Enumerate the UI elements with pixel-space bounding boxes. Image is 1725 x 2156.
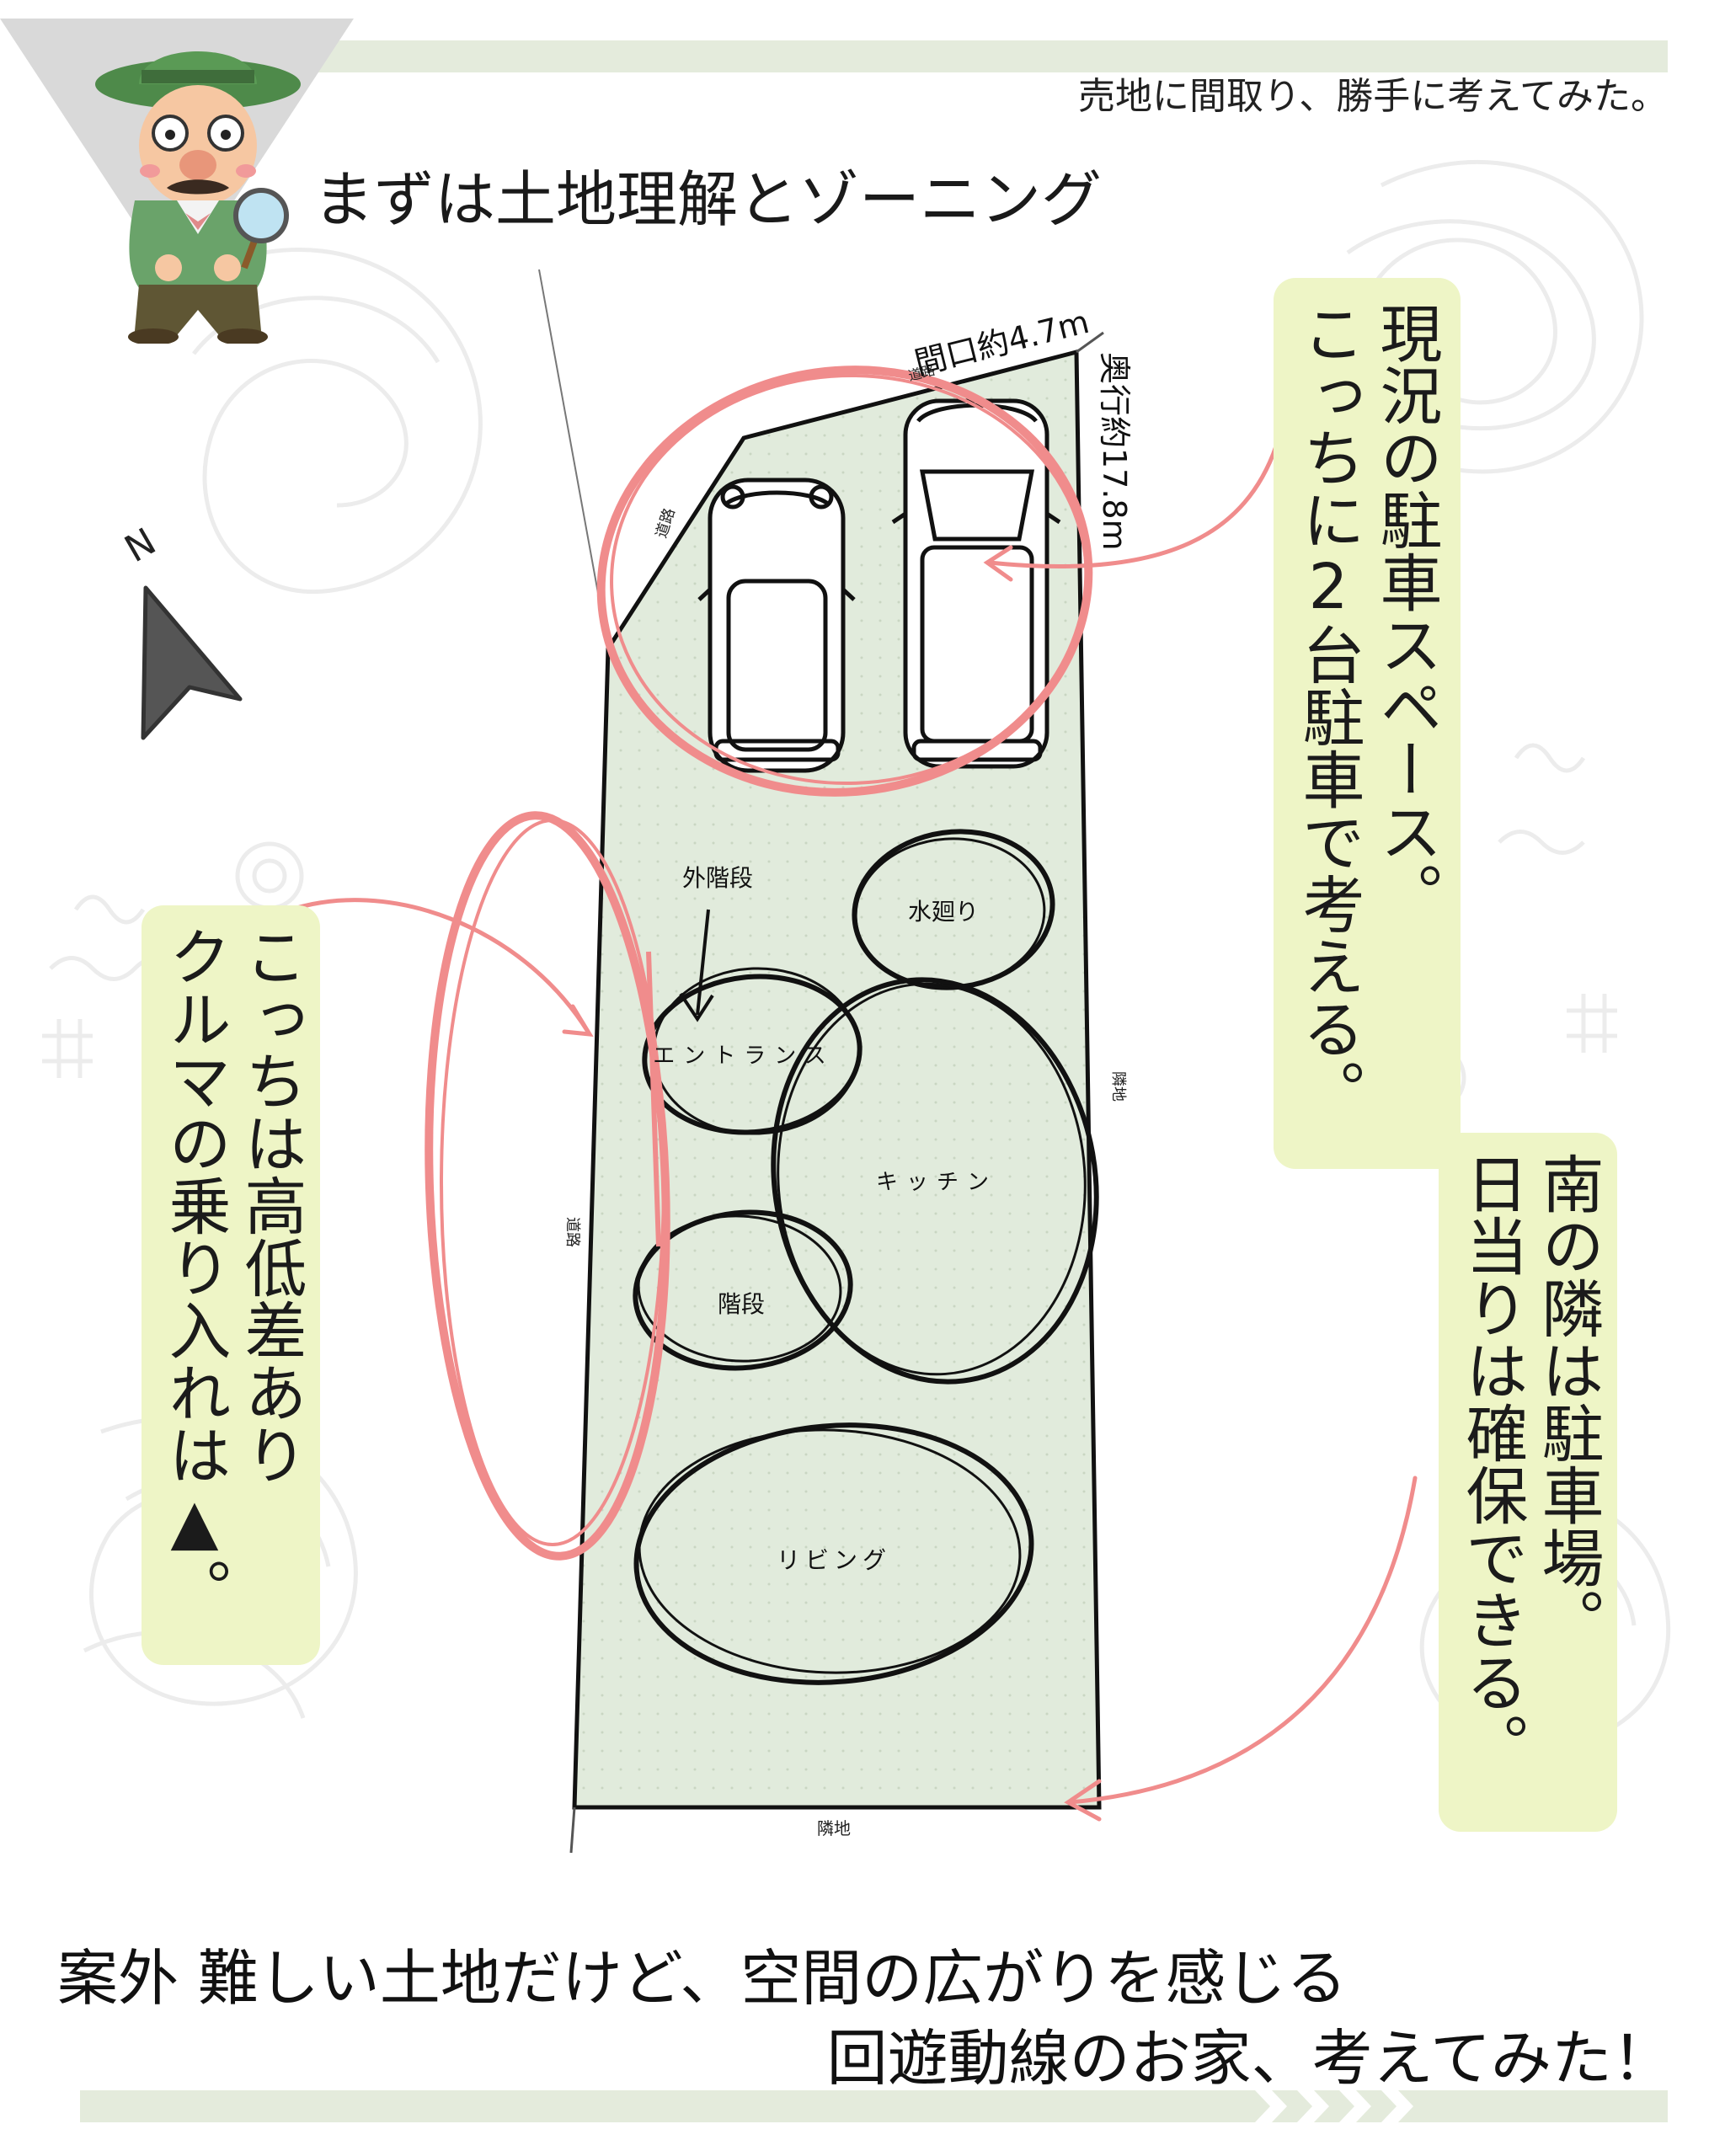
- neighbor-label-bottom: 隣地: [817, 1818, 851, 1838]
- zone-stairs-circle: [633, 1209, 853, 1371]
- neighbor-label-right: 隣地: [1109, 1071, 1127, 1102]
- parking-highlight-circle: [596, 366, 1093, 797]
- height-note: [142, 905, 320, 1665]
- car-left-icon: [697, 478, 856, 773]
- zone-living-circle: [633, 1422, 1034, 1685]
- zone-label-water: 水廻り: [908, 898, 979, 926]
- parking-note-arrow: [987, 444, 1279, 569]
- south-note-line2: 日当りは確保できる。: [1455, 1152, 1528, 1775]
- compass-n: N: [118, 520, 163, 572]
- road-label-top: 道路: [653, 506, 679, 541]
- footer-line2: 回遊動線のお家、考えてみた！: [826, 2023, 1673, 2094]
- zone-label-kitchen: キッチン: [876, 1170, 997, 1195]
- car-right-icon: [891, 398, 1061, 769]
- road-label-left: 道路: [563, 1217, 581, 1247]
- footer-chevrons: [1255, 2090, 1413, 2122]
- footer-line1: 案外 難しい土地だけど、空間の広がりを感じる: [57, 1943, 1348, 2014]
- parking-note-line2: こっちに2台駐車で考える。: [1292, 302, 1365, 1122]
- zone-label-living: リビング: [777, 1546, 891, 1574]
- compass-arrow-icon: [141, 585, 243, 740]
- parking-note: [1274, 278, 1461, 1169]
- height-note-line2: クルマの乗り入れは▲。: [158, 925, 231, 1620]
- zone-label-stairs: 階段: [718, 1290, 765, 1318]
- parking-note-line1: 現況の駐車スペース。: [1370, 302, 1442, 925]
- zone-kitchen-circle: [771, 977, 1099, 1385]
- detective-character: [95, 51, 301, 344]
- height-note-arrow: [284, 898, 590, 1034]
- south-note: [1439, 1133, 1617, 1832]
- outer-stairs-arrow: [679, 909, 714, 1022]
- height-note-line1: こっちは高低差あり: [234, 925, 307, 1486]
- south-note-line1: 南の隣は駐車場。: [1531, 1152, 1604, 1651]
- header-stripe: [80, 40, 1668, 72]
- header-subtitle: 売地に間取り、勝手に考えてみた。: [1077, 75, 1668, 118]
- zone-label-outer-stairs: 外階段: [682, 864, 753, 892]
- zone-label-entrance: エントランス: [653, 1043, 834, 1069]
- south-note-arrow: [1067, 1476, 1418, 1805]
- depth-dimension: 奥行約17.8m: [1096, 352, 1133, 551]
- page-title: まずは土地理解とゾーニング: [313, 164, 1103, 235]
